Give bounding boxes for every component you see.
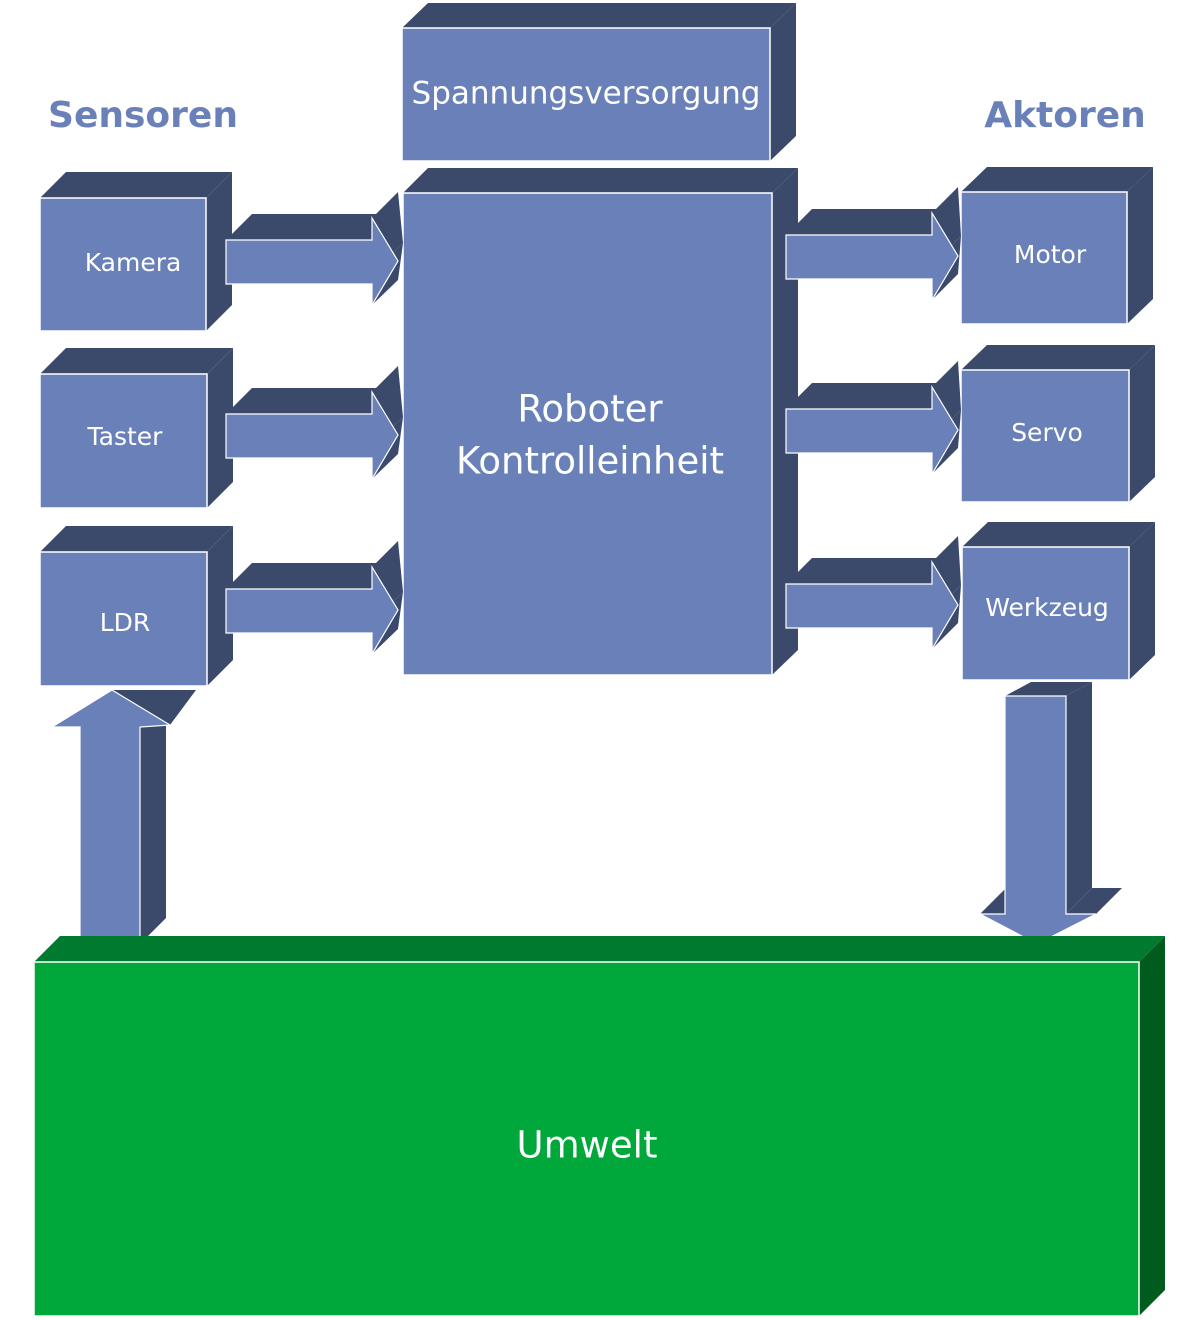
arrow-taster-to-controller <box>225 366 403 482</box>
controller-box: Roboter Kontrolleinheit <box>402 168 798 676</box>
controller-label-line2: Kontrolleinheit <box>456 440 724 483</box>
environment-box: Umwelt <box>33 936 1165 1317</box>
sensor-box-taster: Taster <box>39 348 233 509</box>
arrow-controller-to-motor <box>785 187 961 303</box>
sensor-label-ldr: LDR <box>100 608 151 637</box>
actuator-box-werkzeug: Werkzeug <box>961 522 1155 681</box>
arrow-kamera-to-controller <box>225 192 403 308</box>
controller-label-line1: Roboter <box>517 388 663 431</box>
arrow-werkzeug-to-environment <box>979 682 1122 945</box>
arrow-controller-to-werkzeug <box>785 536 961 652</box>
power-supply-box: Spannungsversorgung <box>401 3 796 162</box>
sensor-label-kamera: Kamera <box>85 248 182 277</box>
environment-label: Umwelt <box>517 1124 658 1167</box>
actuator-label-servo: Servo <box>1011 418 1083 447</box>
actuators-heading: Aktoren <box>984 95 1146 136</box>
arrow-ldr-to-controller <box>225 541 403 657</box>
sensor-box-ldr: LDR <box>39 526 233 687</box>
actuator-label-werkzeug: Werkzeug <box>985 593 1109 622</box>
sensors-heading: Sensoren <box>48 95 238 136</box>
sensor-box-kamera: Kamera <box>39 172 232 332</box>
arrow-environment-to-ldr <box>49 689 196 945</box>
sensor-label-taster: Taster <box>87 422 164 451</box>
arrow-controller-to-servo <box>785 361 961 477</box>
actuator-label-motor: Motor <box>1014 240 1087 269</box>
actuator-box-motor: Motor <box>960 167 1153 325</box>
actuator-box-servo: Servo <box>960 345 1155 503</box>
power-supply-label: Spannungsversorgung <box>412 76 761 112</box>
